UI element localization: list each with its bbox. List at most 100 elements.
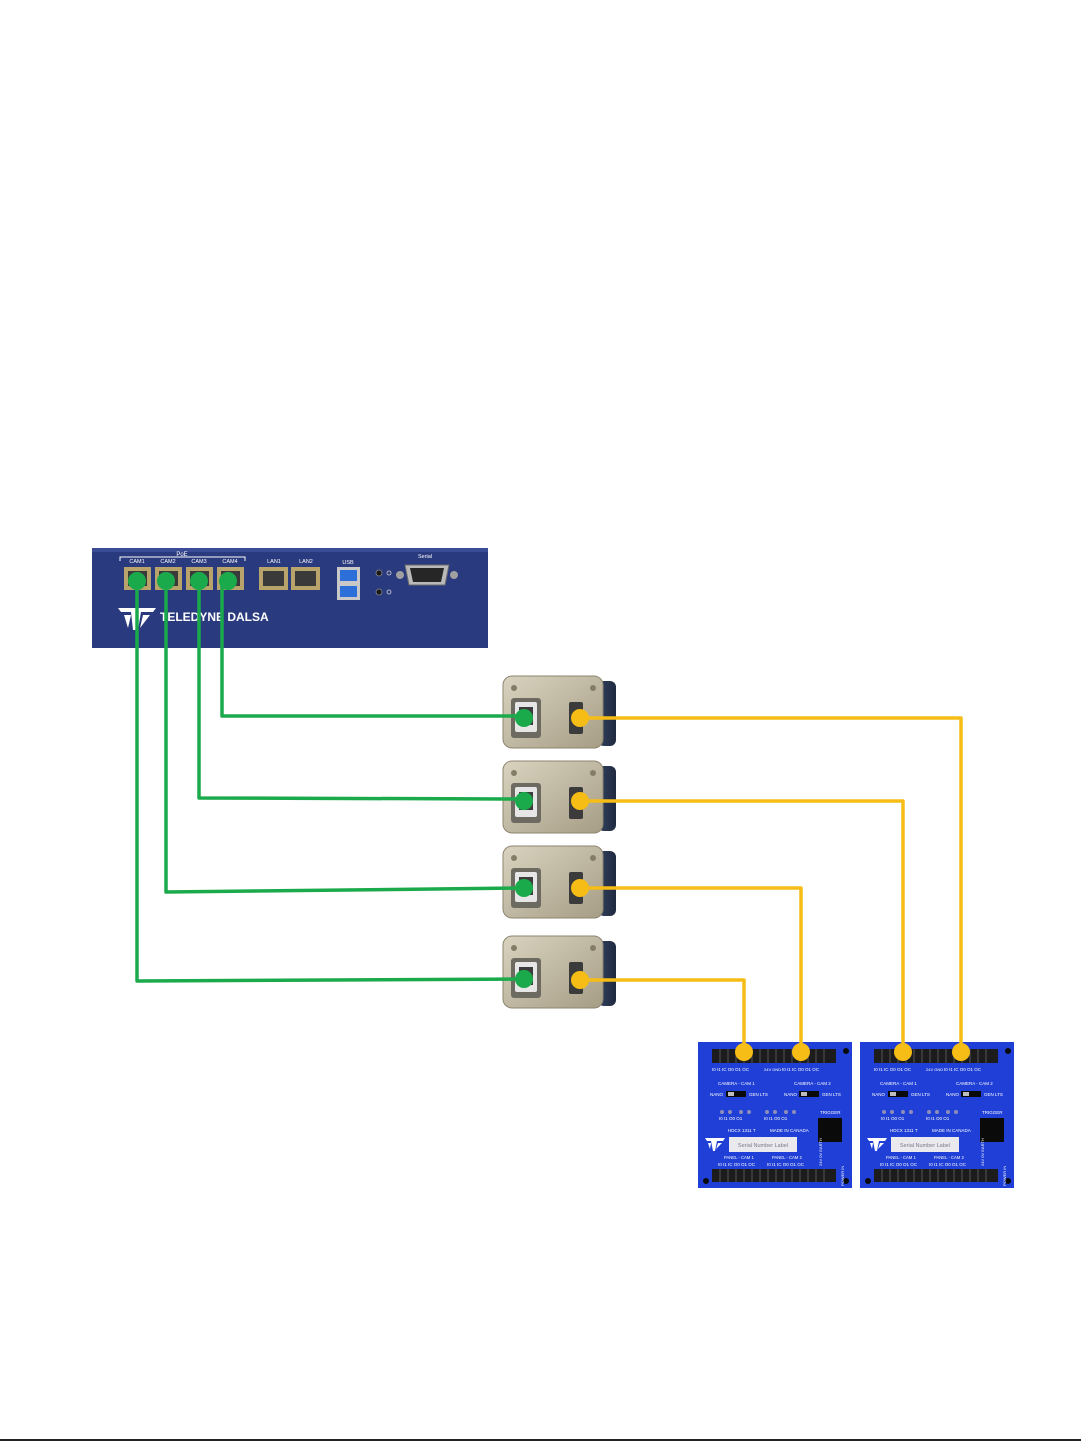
brand-name: TELEDYNE DALSA bbox=[160, 610, 269, 624]
panel-cam2-label: PANEL - CAM 2 bbox=[934, 1155, 964, 1160]
camera-cam1-label: CAMERA - CAM 1 bbox=[880, 1081, 917, 1086]
port-lan2[interactable] bbox=[291, 567, 320, 590]
controller-unit: PoE CAM1 CAM2 CAM3 CAM4 LAN1 LAN2 bbox=[92, 548, 488, 648]
bottom-terminal-block[interactable] bbox=[874, 1169, 998, 1182]
marker-board2-cam2-io bbox=[952, 1043, 970, 1061]
ethernet-port-markers bbox=[128, 572, 533, 988]
power-pins-label: 24V 0V EARTH bbox=[818, 1138, 823, 1166]
made-in-label: MADE IN CANADA bbox=[932, 1128, 971, 1133]
marker-camera-4-io bbox=[571, 971, 589, 989]
port-label-cam1: CAM1 bbox=[129, 559, 144, 565]
port-label-cam2: CAM2 bbox=[160, 559, 175, 565]
bottom-pin-labels-right: I0 I1 IC O0 O1 OC bbox=[767, 1162, 805, 1167]
io-board-1: I0 I1 IC O0 O1 OC 24V GND I0 I1 IC O0 O1… bbox=[698, 1042, 852, 1188]
io-port-markers bbox=[571, 709, 970, 1061]
status-led-row bbox=[720, 1110, 796, 1114]
controller-panel-edge bbox=[92, 548, 488, 552]
power-pins-label: 24V 0V EARTH bbox=[980, 1138, 985, 1166]
led-labels-left: I0 I1 O0 O1 bbox=[719, 1116, 743, 1121]
port-label-lan2: LAN2 bbox=[299, 559, 313, 565]
panel-cam1-label: PANEL - CAM 1 bbox=[724, 1155, 754, 1160]
io-board-2: I0 I1 IC O0 O1 OC 24V GND I0 I1 IC O0 O1… bbox=[860, 1042, 1014, 1188]
mode-switch-left[interactable] bbox=[888, 1091, 908, 1097]
gen-label-left: GEN LTS bbox=[911, 1092, 930, 1097]
controller-panel bbox=[92, 548, 488, 648]
top-terminal-block[interactable] bbox=[712, 1049, 836, 1063]
marker-camera-1-io bbox=[571, 709, 589, 727]
status-led-row bbox=[882, 1110, 958, 1114]
gen-label-left: GEN LTS bbox=[749, 1092, 768, 1097]
nano-label-left: NANO bbox=[872, 1092, 886, 1097]
nano-label-right: NANO bbox=[784, 1092, 798, 1097]
port-label-lan1: LAN1 bbox=[267, 559, 281, 565]
io-cable-camera-3 bbox=[582, 886, 803, 1052]
camera-4 bbox=[502, 935, 616, 1009]
poe-bracket bbox=[119, 556, 246, 561]
usb-ports[interactable] bbox=[337, 567, 360, 600]
marker-camera-4-eth bbox=[515, 970, 533, 988]
supply-label-left: 24V GND bbox=[926, 1067, 943, 1072]
poe-label: PoE bbox=[176, 552, 187, 558]
led-labels-right: I0 I1 O0 O1 bbox=[926, 1116, 950, 1121]
made-in-label: MADE IN CANADA bbox=[770, 1128, 809, 1133]
nano-label-left: NANO bbox=[710, 1092, 724, 1097]
io-cables bbox=[582, 716, 963, 1052]
teledyne-logo-icon bbox=[705, 1138, 725, 1151]
serial-number-label: Serial Number Label bbox=[900, 1143, 950, 1149]
io-cable-camera-4 bbox=[582, 978, 746, 1052]
supply-label-left: 24V GND bbox=[764, 1067, 781, 1072]
top-pin-labels-right: I0 I1 IC O0 O1 OC bbox=[944, 1067, 982, 1072]
mode-switch-right[interactable] bbox=[961, 1091, 981, 1097]
bottom-terminal-block[interactable] bbox=[712, 1169, 836, 1182]
led-labels-right: I0 I1 O0 O1 bbox=[764, 1116, 788, 1121]
hdcx-label: HDCX 1311 T bbox=[890, 1128, 918, 1133]
marker-cam4-port bbox=[219, 572, 237, 590]
marker-cam1-port bbox=[128, 572, 146, 590]
marker-camera-1-eth bbox=[515, 709, 533, 727]
port-label-cam4: CAM4 bbox=[222, 559, 237, 565]
marker-camera-3-eth bbox=[515, 879, 533, 897]
ethernet-cables bbox=[135, 581, 525, 983]
marker-camera-3-io bbox=[571, 879, 589, 897]
panel-cam1-label: PANEL - CAM 1 bbox=[886, 1155, 916, 1160]
top-terminal-block[interactable] bbox=[874, 1049, 998, 1063]
marker-board2-cam1-io bbox=[894, 1043, 912, 1061]
marker-cam3-port bbox=[190, 572, 208, 590]
camera-cam2-label: CAMERA - CAM 2 bbox=[956, 1081, 993, 1086]
led-labels-left: I0 I1 O0 O1 bbox=[881, 1116, 905, 1121]
ethernet-cable-cam4 bbox=[220, 581, 524, 718]
serial-label: Serial bbox=[418, 554, 432, 560]
bottom-pin-labels-left: I0 I1 IC O0 O1 OC bbox=[718, 1162, 756, 1167]
hdcx-label: HDCX 1311 T bbox=[728, 1128, 756, 1133]
mode-switch-left[interactable] bbox=[726, 1091, 746, 1097]
ethernet-cable-cam3 bbox=[197, 581, 525, 801]
top-pin-labels-right: I0 I1 IC O0 O1 OC bbox=[782, 1067, 820, 1072]
teledyne-logo-icon bbox=[867, 1138, 887, 1151]
nano-label-right: NANO bbox=[946, 1092, 960, 1097]
port-lan1[interactable] bbox=[259, 567, 288, 590]
top-pin-labels-left: I0 I1 IC O0 O1 OC bbox=[874, 1067, 912, 1072]
serial-number-sticker bbox=[729, 1137, 797, 1152]
gen-label-right: GEN LTS bbox=[822, 1092, 841, 1097]
marker-cam2-port bbox=[157, 572, 175, 590]
marker-board1-cam2-io bbox=[792, 1043, 810, 1061]
status-leds bbox=[375, 569, 392, 596]
camera-cam1-label: CAMERA - CAM 1 bbox=[718, 1081, 755, 1086]
ethernet-cable-cam1 bbox=[135, 581, 525, 983]
gen-label-right: GEN LTS bbox=[984, 1092, 1003, 1097]
io-cable-camera-1 bbox=[582, 716, 963, 1052]
power-in-label: POWER IN bbox=[840, 1166, 845, 1186]
serial-port[interactable] bbox=[396, 564, 458, 586]
top-pin-labels-left: I0 I1 IC O0 O1 OC bbox=[712, 1067, 750, 1072]
port-label-cam3: CAM3 bbox=[191, 559, 206, 565]
trigger-button[interactable] bbox=[980, 1118, 1004, 1142]
serial-number-label: Serial Number Label bbox=[738, 1143, 788, 1149]
camera-cam2-label: CAMERA - CAM 2 bbox=[794, 1081, 831, 1086]
marker-camera-2-eth bbox=[515, 792, 533, 810]
panel-cam2-label: PANEL - CAM 2 bbox=[772, 1155, 802, 1160]
power-in-label: POWER IN bbox=[1002, 1166, 1007, 1186]
trigger-button[interactable] bbox=[818, 1118, 842, 1142]
mode-switch-right[interactable] bbox=[799, 1091, 819, 1097]
trigger-label: TRIGGER bbox=[820, 1110, 841, 1115]
